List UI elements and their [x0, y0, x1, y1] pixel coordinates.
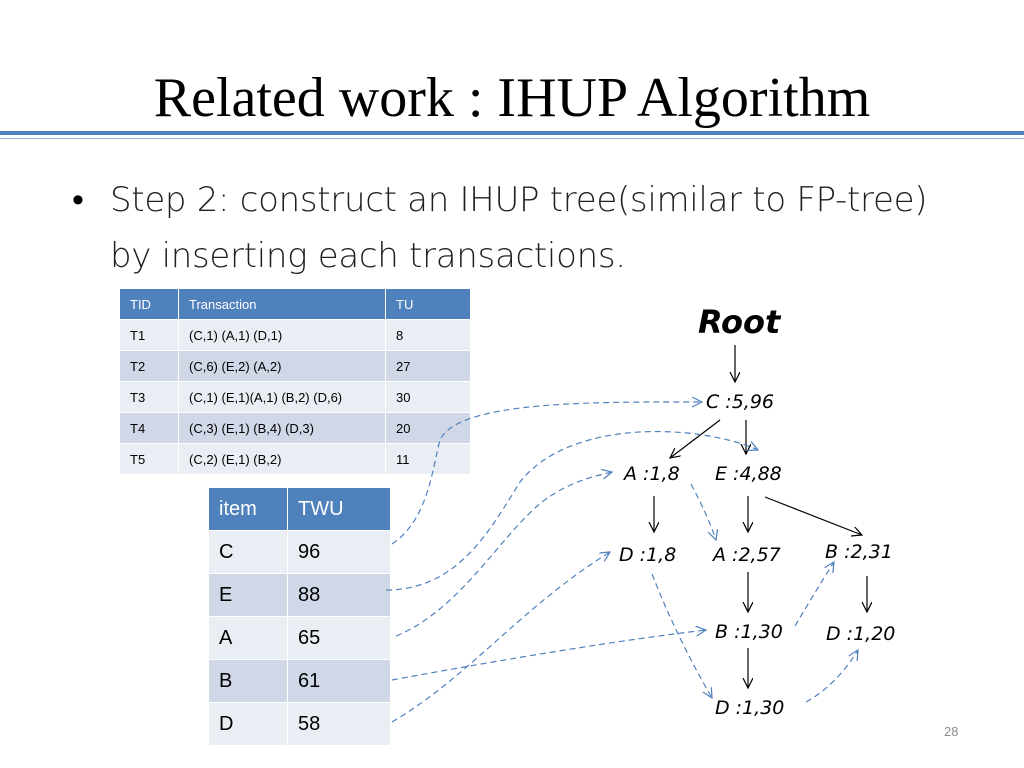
cell-twu: 65 — [287, 616, 391, 660]
table-row: C 96 — [208, 530, 391, 574]
table-row: T2 (C,6) (E,2) (A,2) 27 — [119, 350, 471, 382]
cell-twu: 88 — [287, 573, 391, 617]
link-b2-b1 — [794, 562, 834, 627]
table-row: E 88 — [208, 573, 391, 617]
link-d1-d3 — [651, 573, 712, 698]
cell-tid: T5 — [119, 443, 179, 475]
link-d3-d2 — [805, 650, 858, 703]
link-a1-a2 — [690, 483, 716, 540]
tree-node-d1: D :1,8 — [619, 544, 677, 566]
cell-tu: 8 — [385, 319, 471, 351]
table-row: D 58 — [208, 702, 391, 746]
transaction-table: TID Transaction TU T1 (C,1) (A,1) (D,1) … — [119, 288, 471, 475]
cell-transaction: (C,1) (E,1)(A,1) (B,2) (D,6) — [178, 381, 386, 413]
cell-transaction: (C,6) (E,2) (A,2) — [178, 350, 386, 382]
tree-node-d2: D :1,20 — [826, 623, 896, 645]
table-row: T4 (C,3) (E,1) (B,4) (D,3) 20 — [119, 412, 471, 444]
cell-item: A — [208, 616, 288, 660]
cell-transaction: (C,1) (A,1) (D,1) — [178, 319, 386, 351]
cell-twu: 58 — [287, 702, 391, 746]
table-row: T1 (C,1) (A,1) (D,1) 8 — [119, 319, 471, 351]
cell-transaction: (C,2) (E,1) (B,2) — [178, 443, 386, 475]
cell-tid: T4 — [119, 412, 179, 444]
link-a-header — [395, 472, 612, 637]
tree-node-d3: D :1,30 — [715, 697, 785, 719]
slide-number: 28 — [944, 724, 959, 739]
cell-item: E — [208, 573, 288, 617]
cell-tu: 11 — [385, 443, 471, 475]
cell-item: C — [208, 530, 288, 574]
cell-item: D — [208, 702, 288, 746]
tree-node-a1: A :1,8 — [624, 463, 680, 485]
header-tu: TU — [385, 288, 471, 320]
cell-twu: 61 — [287, 659, 391, 703]
tree-node-a2: A :2,57 — [713, 544, 781, 566]
table-row: B 61 — [208, 659, 391, 703]
cell-tu: 27 — [385, 350, 471, 382]
link-d-header — [391, 552, 610, 723]
bullet-dot-icon: • — [72, 181, 84, 219]
table-header-row: item TWU — [208, 487, 391, 531]
edge-e-b1 — [764, 496, 862, 535]
link-b-header — [391, 630, 706, 681]
tree-root-node: Root — [698, 303, 781, 341]
slide-title: Related work : IHUP Algorithm — [153, 67, 871, 129]
cell-transaction: (C,3) (E,1) (B,4) (D,3) — [178, 412, 386, 444]
bullet-text: Step 2: construct an IHUP tree(similar t… — [110, 180, 928, 276]
twu-table: item TWU C 96 E 88 A 65 B 61 D 58 — [208, 487, 391, 746]
table-row: T3 (C,1) (E,1)(A,1) (B,2) (D,6) 30 — [119, 381, 471, 413]
cell-tid: T3 — [119, 381, 179, 413]
cell-tid: T2 — [119, 350, 179, 382]
cell-tu: 30 — [385, 381, 471, 413]
tree-node-b2: B :1,30 — [715, 621, 783, 643]
tree-node-b1: B :2,31 — [825, 541, 893, 563]
table-row: A 65 — [208, 616, 391, 660]
edge-c-a1 — [670, 419, 721, 458]
cell-twu: 96 — [287, 530, 391, 574]
tree-node-e: E :4,88 — [715, 463, 782, 485]
header-item: item — [208, 487, 288, 531]
link-c-header — [391, 402, 702, 545]
table-row: T5 (C,2) (E,1) (B,2) 11 — [119, 443, 471, 475]
title-divider-thin — [0, 138, 1024, 139]
cell-item: B — [208, 659, 288, 703]
header-twu: TWU — [287, 487, 391, 531]
tree-node-c: C :5,96 — [706, 391, 775, 413]
title-divider — [0, 131, 1024, 135]
link-e-header — [385, 430, 758, 591]
